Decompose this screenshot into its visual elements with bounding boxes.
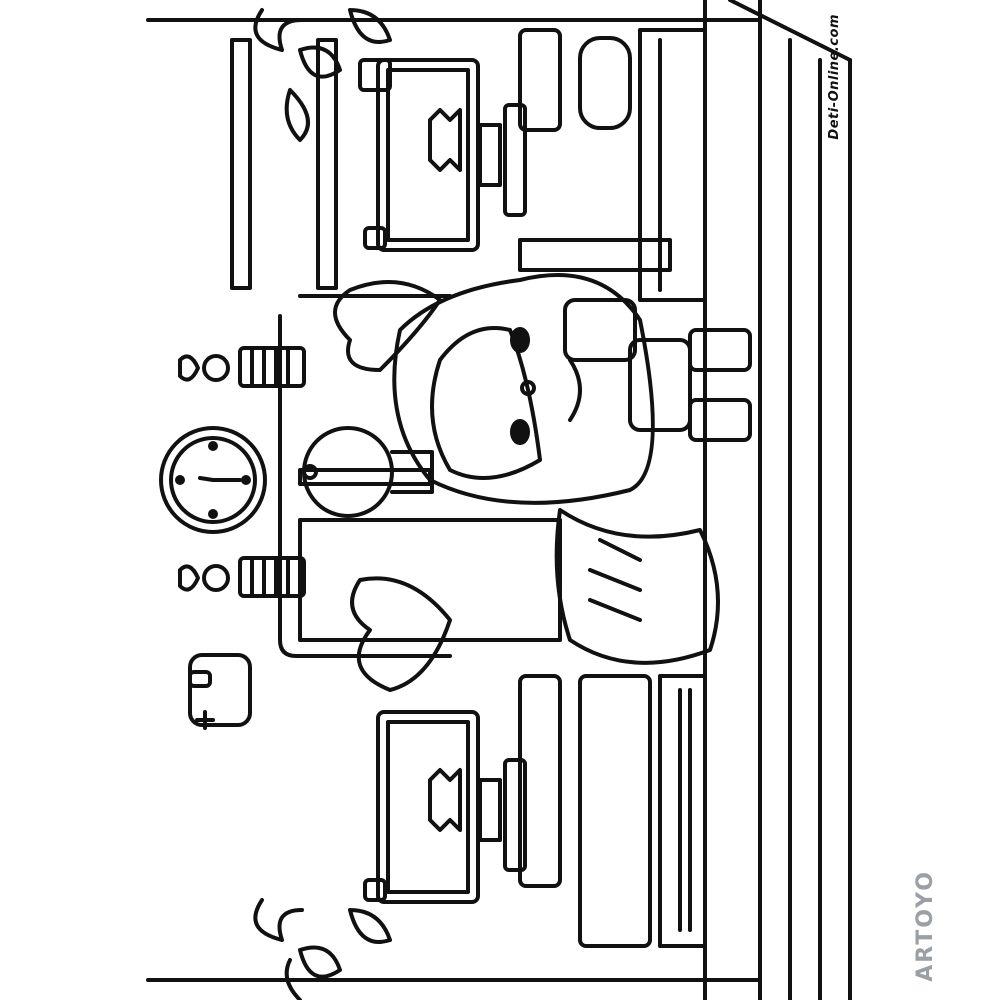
room-lines [146,0,852,1000]
gamepad-icon [188,653,252,730]
brand-watermark: ARTOYO [913,870,938,982]
potted-plant [253,8,392,142]
site-watermark: Deti-Online.com [827,14,842,140]
heart-balloon [350,576,452,692]
shelf-top [230,38,338,290]
wall-lamp [178,346,306,388]
potted-plant [253,898,392,1000]
computer-monitor [363,710,527,904]
desk-top [518,28,707,302]
wall-lamp [178,556,306,598]
desk-bottom [518,674,707,948]
girl-figure [392,273,752,665]
heart-balloon [333,280,442,372]
computer-monitor [363,58,527,252]
wall-clock [159,426,267,534]
